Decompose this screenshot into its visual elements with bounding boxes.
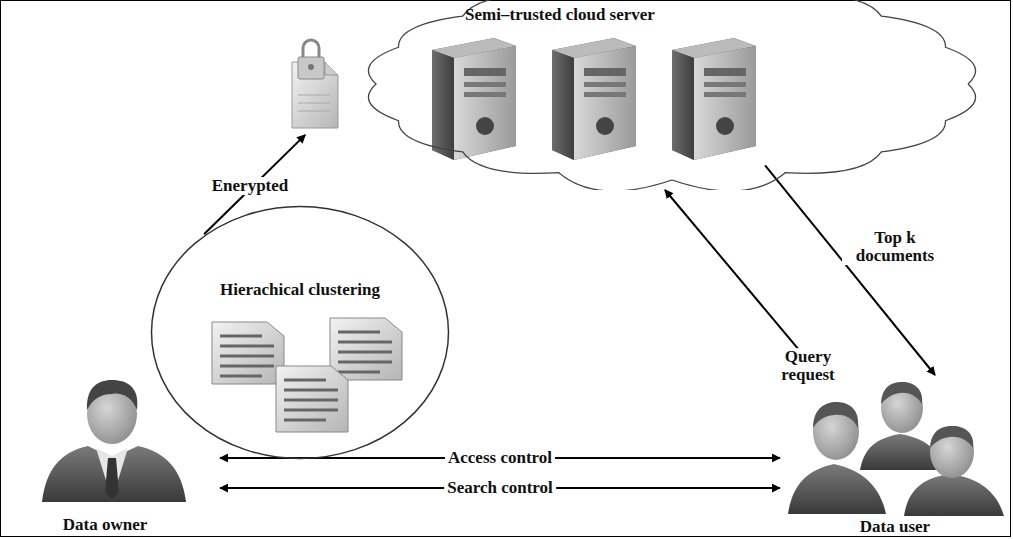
cloud-node: Semi–trusted cloud server: [280, 0, 980, 190]
node-label: Data user: [815, 518, 975, 537]
arrow-connector: [765, 165, 935, 375]
node-label: Data owner: [30, 516, 180, 535]
circle-outline: [152, 207, 449, 459]
cluster-circle: Hierachical clustering: [150, 205, 450, 460]
user-node: Data user: [780, 375, 1010, 537]
edge-label: Top k documents: [842, 229, 948, 265]
user-figures: [788, 382, 1004, 516]
node-label: Semi–trusted cloud server: [400, 6, 720, 25]
arrow-connector: [204, 135, 305, 234]
edge-label: Search control: [444, 479, 556, 497]
cloud-outline: [280, 0, 980, 190]
owner-figure: [42, 380, 186, 502]
edge-label: Query request: [769, 348, 847, 384]
circle-outline: [150, 205, 450, 460]
encrypted-file-icon: [292, 40, 338, 128]
edge-label: Enerypted: [209, 177, 292, 195]
node-label: Hierachical clustering: [170, 281, 430, 300]
edge-label: Access control: [445, 449, 555, 467]
owner-node: Data owner: [30, 380, 220, 535]
document-icons: [212, 318, 402, 432]
server-icons: [432, 38, 756, 160]
cloud-outline: [368, 0, 975, 190]
